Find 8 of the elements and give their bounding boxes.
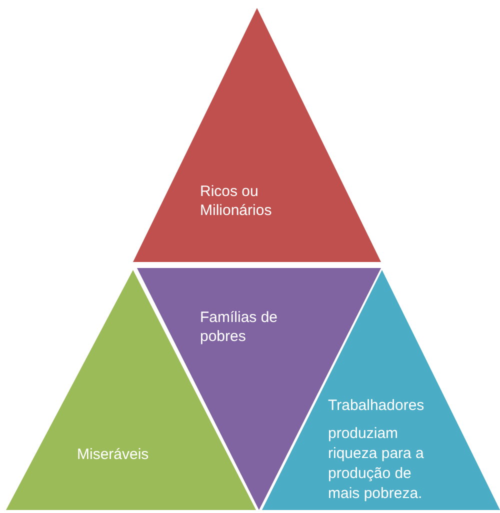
triangle-label: Miseráveis [77, 445, 150, 464]
triangle-label: Trabalhadores [328, 396, 426, 415]
triangle-shape [6, 270, 256, 510]
triangle-label: Famílias de pobres [200, 308, 279, 346]
triangle-shape [262, 270, 500, 510]
triangle-label: produziam riqueza para a produção de mais pobreza. [328, 424, 425, 504]
triangle-label: Ricos ou Milionários [200, 182, 273, 220]
triangle-shape [133, 8, 381, 262]
